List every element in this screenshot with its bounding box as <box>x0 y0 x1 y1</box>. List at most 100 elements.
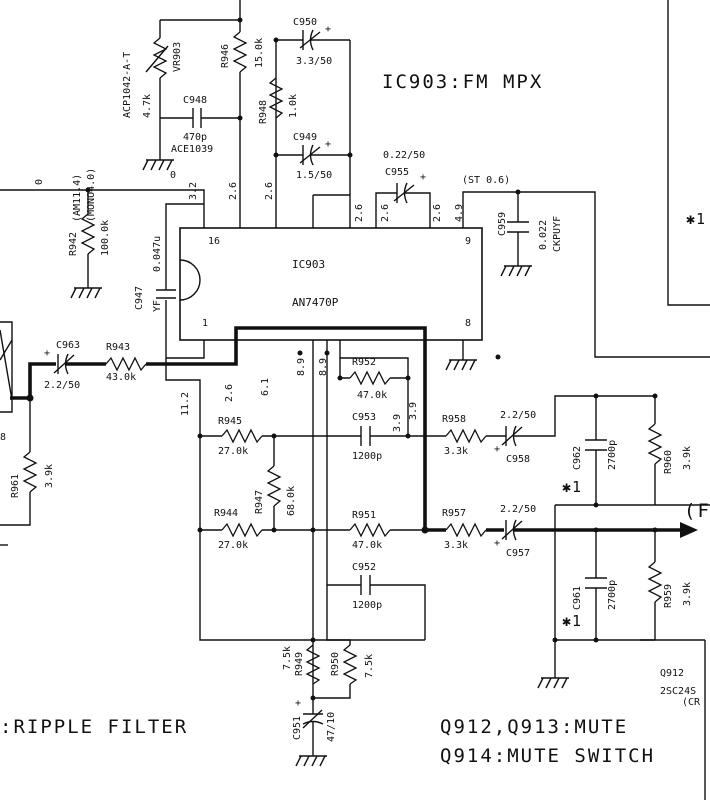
q912-part2-label: (CR <box>682 697 701 708</box>
r960-value: 3.9k <box>682 446 693 470</box>
mute-label: Q912,Q913:MUTE <box>440 716 628 738</box>
c963-value: 2.2/50 <box>44 380 80 391</box>
c947-label: C947 <box>134 286 145 310</box>
pin-16: 16 <box>208 236 220 247</box>
c958-value: 2.2/50 <box>500 410 536 421</box>
r952-value: 47.0k <box>357 390 387 401</box>
r959-value: 3.9k <box>682 582 693 606</box>
r951-value: 47.0k <box>352 540 382 551</box>
c961-value: 2700p <box>607 580 618 610</box>
c947-part: YF <box>152 300 163 312</box>
c951-plus: + <box>295 698 301 709</box>
am-label: (AM11.4) <box>72 174 83 222</box>
c949-label: C949 <box>293 132 317 143</box>
r961-label: R961 <box>10 474 21 498</box>
c948-part: ACE1039 <box>171 144 213 155</box>
voltage-8-9-b: 8.9 <box>318 358 329 376</box>
voltage-3-2: 3.2 <box>188 182 199 200</box>
r944-label: R944 <box>214 508 238 519</box>
right-asterisk-label: ✱1 <box>686 210 706 228</box>
r945-label: R945 <box>218 416 242 427</box>
c947-value: 0.047u <box>152 236 163 272</box>
r952-label: R952 <box>352 357 376 368</box>
c955-label: C955 <box>385 167 409 178</box>
c961-label: C961 <box>572 586 583 610</box>
c955-value: 0.22/50 <box>383 150 425 161</box>
c948-value: 470p <box>183 132 207 143</box>
r958-label: R958 <box>442 414 466 425</box>
c959-part: CKPUYF <box>552 216 563 252</box>
mute-switch-label: Q914:MUTE SWITCH <box>440 745 655 767</box>
ic903-part: AN7470P <box>292 296 339 309</box>
r950-value: 7.5k <box>364 654 375 678</box>
r945-value: 27.0k <box>218 446 248 457</box>
voltage-2-6-c: 2.6 <box>354 204 365 222</box>
r959-label: R959 <box>663 584 674 608</box>
r957-value: 3.3k <box>444 540 468 551</box>
c953-value: 1200p <box>352 451 382 462</box>
vr903-value: 4.7k <box>142 94 153 118</box>
voltage-2-6-b: 2.6 <box>264 182 275 200</box>
c959-value: 0.022 <box>538 220 549 250</box>
voltage-0-top: 0 <box>170 170 176 181</box>
c955-plus: + <box>420 172 426 183</box>
voltage-2-6-a: 2.6 <box>228 182 239 200</box>
ic903-title: IC903:FM MPX <box>382 71 543 93</box>
c958-plus: + <box>494 444 500 455</box>
output-label: (F <box>684 500 710 522</box>
voltage-4-9: 4.9 <box>454 204 465 222</box>
c961-mark: ✱1 <box>562 612 582 630</box>
c962-mark: ✱1 <box>562 478 582 496</box>
c963-plus: + <box>44 348 50 359</box>
voltage-3-9-a: 3.9 <box>408 402 419 420</box>
c962-label: C962 <box>572 446 583 470</box>
q912-part-label: 2SC24S <box>660 686 696 697</box>
r947-value: 68.0k <box>286 486 297 516</box>
pin-9: 9 <box>465 236 471 247</box>
vr903-part-label: ACP1042-A-T <box>122 52 133 118</box>
r949-value: 7.5k <box>282 646 293 670</box>
c949-value: 1.5/50 <box>296 170 332 181</box>
c948-label: C948 <box>183 95 207 106</box>
r947-label: R947 <box>254 490 265 514</box>
pin-8: 8 <box>465 318 471 329</box>
voltage-2-6-e: 2.6 <box>432 204 443 222</box>
c952-value: 1200p <box>352 600 382 611</box>
st-voltage: (ST 0.6) <box>462 175 510 186</box>
pin-1: 1 <box>202 318 208 329</box>
r942-label: R942 <box>68 232 79 256</box>
voltage-11-2: 11.2 <box>180 392 191 416</box>
voltage-3-9-b: 3.9 <box>392 414 403 432</box>
c951-value: 47/10 <box>326 712 337 742</box>
mono-label: (MONO4.0) <box>86 168 97 222</box>
c950-plus: + <box>325 24 331 35</box>
r958-value: 3.3k <box>444 446 468 457</box>
c950-label: C950 <box>293 17 317 28</box>
c952-label: C952 <box>352 562 376 573</box>
c958-label: C958 <box>506 454 530 465</box>
r960-label: R960 <box>663 450 674 474</box>
ic903-name: IC903 <box>292 258 325 271</box>
c957-value: 2.2/50 <box>500 504 536 515</box>
ic903-box <box>179 227 483 341</box>
r957-label: R957 <box>442 508 466 519</box>
c951-label: C951 <box>292 716 303 740</box>
r943-value: 43.0k <box>106 372 136 383</box>
r946-value: 15.0k <box>254 38 265 68</box>
c953-label: C953 <box>352 412 376 423</box>
vr903-label: VR903 <box>172 42 183 72</box>
r961-value: 3.9k <box>44 464 55 488</box>
voltage-2-6-f: 2.6 <box>224 384 235 402</box>
left-pin-8: 8 <box>0 432 6 443</box>
r949-label: R949 <box>294 652 305 676</box>
r950-label: R950 <box>330 652 341 676</box>
voltage-2-6-d: 2.6 <box>380 204 391 222</box>
r946-label: R946 <box>220 44 231 68</box>
c957-plus: + <box>494 538 500 549</box>
voltage-0-left: 0 <box>34 179 45 185</box>
voltage-8-9-a: 8.9 <box>296 358 307 376</box>
r948-value: 1.0k <box>288 94 299 118</box>
r943-label: R943 <box>106 342 130 353</box>
c957-label: C957 <box>506 548 530 559</box>
